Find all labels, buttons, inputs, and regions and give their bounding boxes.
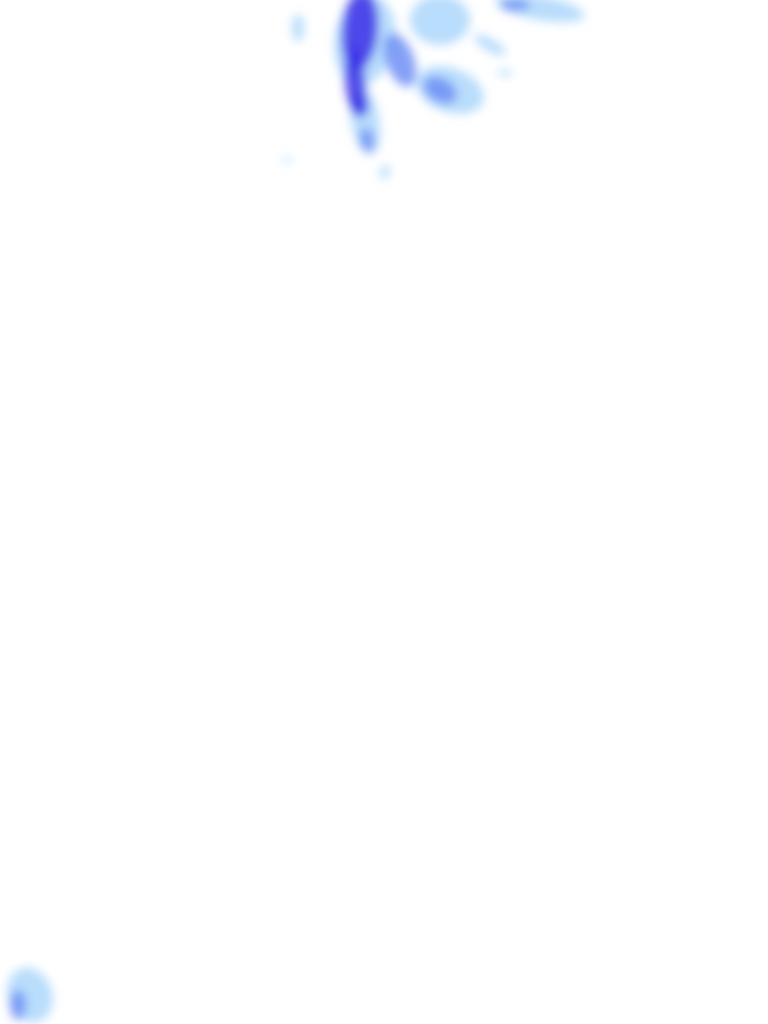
precipitation-cell-light bbox=[497, 70, 513, 76]
precipitation-cell-light bbox=[7, 967, 53, 1023]
precipitation-cell-light bbox=[474, 34, 506, 56]
precipitation-cell-medium bbox=[359, 128, 375, 152]
precipitation-cell-light bbox=[410, 0, 470, 45]
precipitation-cell-medium bbox=[10, 990, 26, 1020]
precipitation-cell-medium bbox=[500, 0, 530, 11]
precipitation-cell-light bbox=[292, 14, 304, 42]
precipitation-cell-medium bbox=[423, 76, 457, 104]
precipitation-cells bbox=[7, 0, 585, 1023]
precipitation-cell-light bbox=[379, 165, 391, 179]
precipitation-cell-heavy bbox=[352, 93, 368, 117]
precipitation-cell-light bbox=[283, 157, 291, 163]
precipitation-cell-medium bbox=[383, 33, 417, 87]
